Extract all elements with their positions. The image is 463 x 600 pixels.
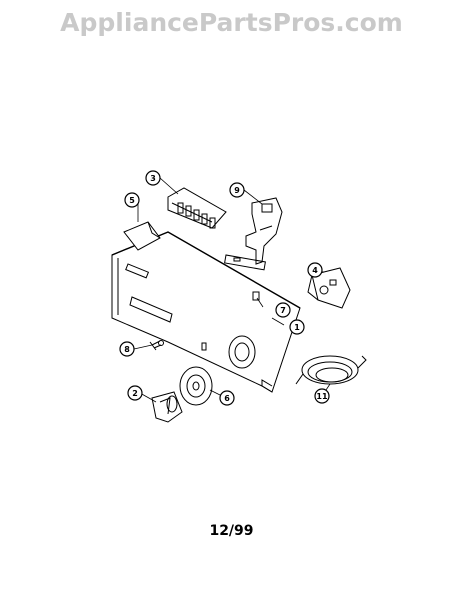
svg-text:3: 3 xyxy=(150,174,156,183)
part-switch-block xyxy=(167,187,227,229)
svg-text:4: 4 xyxy=(312,266,318,275)
callout-11: 11 xyxy=(314,388,330,404)
callout-4: 4 xyxy=(307,262,323,278)
footer-code: 12/99 xyxy=(209,523,254,539)
svg-text:11: 11 xyxy=(316,392,328,401)
part-switch-bracket xyxy=(224,197,283,271)
svg-text:1: 1 xyxy=(294,323,300,332)
part-knob xyxy=(151,391,183,423)
part-timer xyxy=(307,267,351,309)
part-dial-skirt xyxy=(179,366,213,406)
watermark: AppliancePartsPros.com xyxy=(60,8,403,37)
callout-9: 9 xyxy=(229,182,245,198)
callouts: 3 9 5 4 7 1 8 xyxy=(119,170,330,406)
svg-text:7: 7 xyxy=(280,306,286,315)
leader-lines xyxy=(133,177,331,403)
svg-text:2: 2 xyxy=(132,389,138,398)
callout-7: 7 xyxy=(275,302,291,318)
callout-8: 8 xyxy=(119,341,135,357)
part-button xyxy=(123,221,161,251)
part-clip xyxy=(252,291,260,301)
part-wire-harness xyxy=(295,355,367,385)
svg-text:8: 8 xyxy=(124,345,130,354)
svg-text:5: 5 xyxy=(129,196,135,205)
callout-1: 1 xyxy=(289,319,305,335)
callout-2: 2 xyxy=(127,385,143,401)
callout-6: 6 xyxy=(219,390,235,406)
callout-5: 5 xyxy=(124,192,140,208)
callout-3: 3 xyxy=(145,170,161,186)
part-control-panel xyxy=(111,231,301,393)
svg-text:9: 9 xyxy=(234,186,240,195)
svg-text:6: 6 xyxy=(224,394,230,403)
part-screw xyxy=(149,340,164,351)
